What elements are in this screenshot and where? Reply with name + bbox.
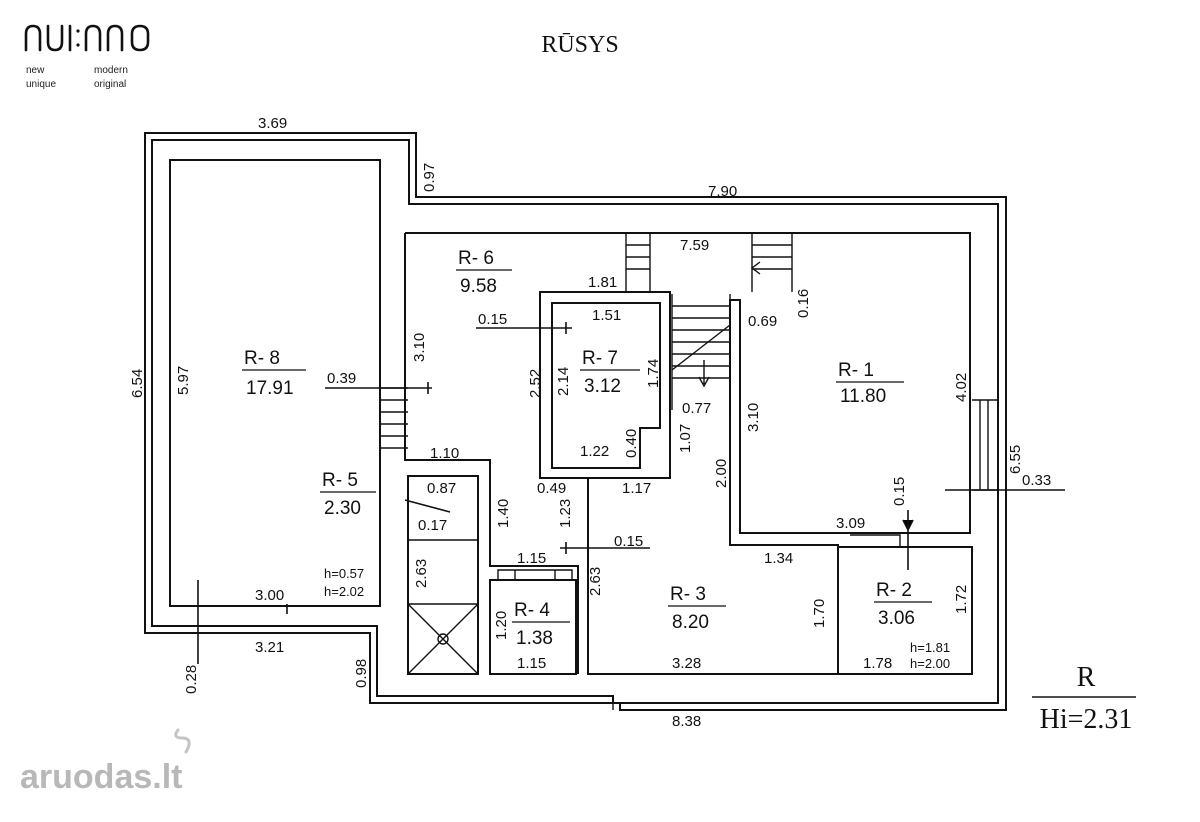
dim-shaft-h: 2.63 [413,559,430,588]
dim-r2-h: 1.72 [953,585,970,614]
dim-inner-top: 7.59 [680,237,709,254]
dim-r3-mid: 2.00 [713,459,730,488]
watermark: aruodas.lt [20,728,191,796]
logo-word-modern: modern [94,65,128,76]
room-r7-wall [551,302,661,469]
logo: new modern unique original [24,24,150,90]
dim-r3-wall-h: 1.23 [557,499,574,528]
dim-r1-bottom: 3.09 [836,515,865,532]
svg-text:17.91: 17.91 [246,378,294,399]
dim-r1-bottom-wall: 0.15 [891,477,908,506]
dim-r6-height: 3.10 [411,333,428,362]
dim-r5-wall: 0.17 [418,517,447,534]
room-r5-label: R- 5 2.30 [320,470,376,519]
r2-height-1: h=1.81 [910,640,950,655]
legend-height: Hi=2.31 [1040,704,1133,735]
dim-r3-left-h: 2.63 [587,567,604,596]
dim-r8-bottom: 3.00 [255,587,284,604]
svg-text:R- 5: R- 5 [322,470,358,491]
dim-r5-inner: 0.87 [427,480,456,497]
r8-height-2: h=2.02 [324,584,364,599]
dim-r3-bottom: 3.28 [672,655,701,672]
svg-text:R- 3: R- 3 [670,584,706,605]
svg-text:R- 7: R- 7 [582,348,618,369]
room-r4-label: R- 4 1.38 [512,600,570,649]
dim-bottom-wall: 0.28 [183,665,200,694]
svg-text:R- 1: R- 1 [838,360,874,381]
dim-r8-opening: 0.39 [327,370,356,387]
svg-text:9.58: 9.58 [460,276,497,297]
logo-mark [24,24,150,52]
dim-r7-top: 1.51 [592,307,621,324]
room-r1-label: R- 1 11.80 [836,360,904,407]
logo-word-original: original [94,79,126,90]
dim-r7-right-h: 1.74 [645,359,662,388]
dim-outer-bottom: 8.38 [672,713,701,730]
svg-text:R- 8: R- 8 [244,348,280,369]
dim-r1-wall-top: 0.16 [795,289,812,318]
logo-word-unique: unique [26,79,56,90]
dim-r1-left-h: 3.10 [745,403,762,432]
dim-r4-h: 1.20 [493,611,510,640]
r2-height-2: h=2.00 [910,656,950,671]
dim-r5-top: 1.10 [430,445,459,462]
dimension-labels: 3.69 0.97 7.90 7.59 6.54 5.97 0.39 3.00 … [129,115,1051,730]
dim-r3-wall: 0.15 [614,533,643,550]
dim-bottom-step: 0.98 [353,659,370,688]
svg-text:3.06: 3.06 [878,608,915,629]
dim-r7-inner-h: 2.14 [555,367,572,396]
svg-text:8.20: 8.20 [672,612,709,633]
dim-r4-bottom: 1.15 [517,655,546,672]
interior-walls [169,159,1065,710]
watermark-text: aruodas.lt [20,758,182,796]
svg-text:11.80: 11.80 [840,386,886,407]
height-notes: h=0.57 h=2.02 h=1.81 h=2.00 [324,566,950,671]
dim-outer-left: 6.54 [129,369,146,398]
dim-r7-outer-h: 2.52 [527,369,544,398]
dim-r3-right-h: 1.70 [811,599,828,628]
dim-r7-bottom: 1.22 [580,443,609,460]
room-r8-wall [169,159,381,607]
height-legend: R Hi=2.31 [1032,662,1136,735]
room-labels: R- 1 11.80 R- 2 3.06 R- 3 8.20 R- 4 1.38… [242,248,932,649]
dim-r6-left-width: 1.81 [588,274,617,291]
dim-r3-corner: 0.49 [537,480,566,497]
room-r2-wall [837,546,973,675]
dim-r4-top: 1.15 [517,550,546,567]
dim-r2-bottom: 1.78 [863,655,892,672]
dim-r7-wall: 0.15 [478,311,507,328]
dim-r7-corner: 0.40 [623,429,640,458]
room-r7-label: R- 7 3.12 [580,348,640,397]
dim-outer-right: 6.55 [1007,445,1024,474]
dim-r3-top: 1.17 [622,480,651,497]
dim-r5-h: 1.40 [495,499,512,528]
legend-letter: R [1077,662,1096,693]
svg-text:R- 2: R- 2 [876,580,912,601]
dim-r1-step: 0.69 [748,313,777,330]
svg-text:3.12: 3.12 [584,376,621,397]
svg-text:R- 4: R- 4 [514,600,550,621]
dim-top-left: 3.69 [258,115,287,132]
room-r2-label: R- 2 3.06 [874,580,932,629]
dim-top-right: 7.90 [708,183,737,200]
room-r8-label: R- 8 17.91 [242,348,306,399]
room-r6-label: R- 6 9.58 [456,248,512,297]
room-r3-label: R- 3 8.20 [668,584,726,633]
dim-stair-w: 0.77 [682,400,711,417]
dim-r8-height: 5.97 [175,366,192,395]
dim-outer-bottom-left: 3.21 [255,639,284,656]
dim-top-step: 0.97 [421,163,438,192]
svg-text:1.38: 1.38 [516,628,553,649]
svg-text:2.30: 2.30 [324,498,361,519]
r8-height-1: h=0.57 [324,566,364,581]
dim-r3-right-top: 1.34 [764,550,793,567]
dim-r1-right-wall: 0.33 [1022,472,1051,489]
plan-title: RŪSYS [541,32,618,58]
dim-stair-h: 1.07 [677,424,694,453]
dim-r1-right-h: 4.02 [953,373,970,402]
svg-text:R- 6: R- 6 [458,248,494,269]
logo-word-new: new [26,65,45,76]
